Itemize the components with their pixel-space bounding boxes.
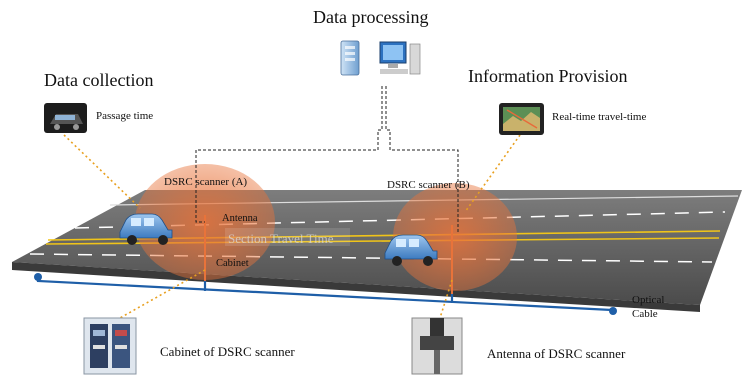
optical-cable: [34, 273, 617, 315]
antenna-photo: [411, 317, 463, 375]
navigation-device-icon: [499, 103, 544, 135]
server-icon: [340, 40, 360, 76]
label-passage-time: Passage time: [96, 110, 154, 122]
caption-cabinet: Cabinet of DSRC scanner: [160, 344, 295, 359]
heading-information-provision: Information Provision: [468, 66, 628, 86]
label-optical-cable: Optical Cable: [632, 294, 665, 320]
label-dsrc-scanner-b: DSRC scanner (B): [387, 179, 470, 191]
label-real-time-travel-time: Real-time travel-time: [552, 111, 647, 123]
label-dsrc-scanner-a: DSRC scanner (A): [164, 176, 248, 188]
label-cabinet: Cabinet: [216, 258, 249, 269]
car-icon: [119, 213, 173, 245]
label-section-travel-time: Section Travel Time: [228, 231, 334, 246]
car-camera-icon: [44, 103, 87, 133]
cabinet-photo: [83, 317, 137, 375]
label-antenna: Antenna: [222, 213, 258, 224]
car-icon: [384, 234, 438, 266]
heading-data-processing: Data processing: [313, 7, 429, 27]
dotted-links: [63, 134, 521, 319]
caption-antenna: Antenna of DSRC scanner: [487, 346, 626, 361]
heading-data-collection: Data collection: [44, 70, 154, 90]
section-band: [225, 228, 350, 246]
data-link-lines: [195, 86, 459, 234]
computer-icon: [379, 41, 421, 75]
